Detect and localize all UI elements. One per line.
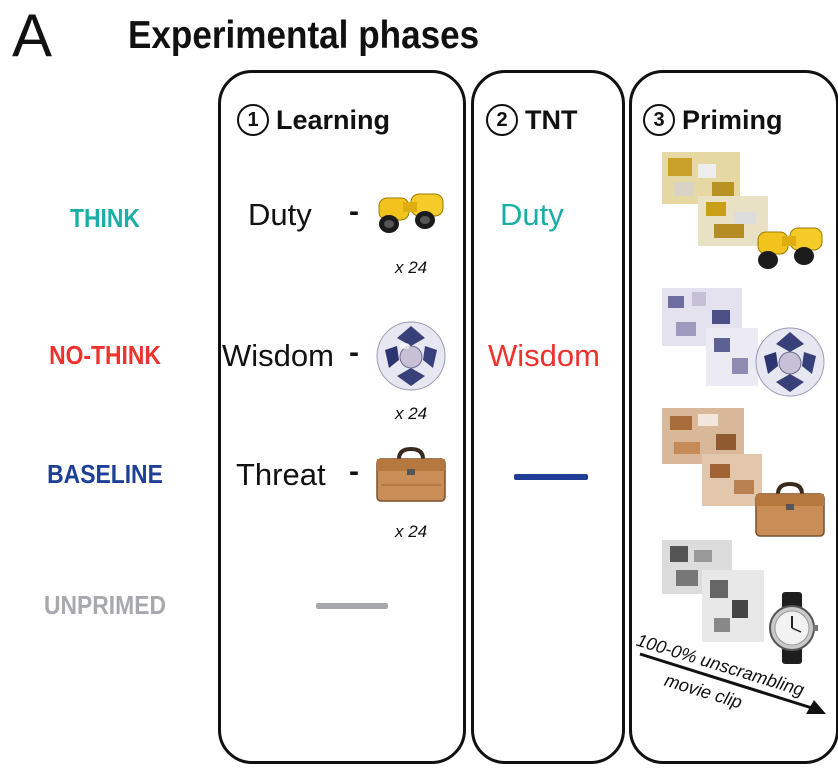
scrambled-binoculars-image	[662, 152, 832, 277]
baseline-tnt-bar	[514, 474, 588, 480]
binoculars-image	[373, 188, 449, 243]
phase-number-badge: 1	[237, 104, 269, 136]
wristwatch-image	[762, 592, 822, 669]
scrambled-watch-image	[662, 540, 812, 655]
binoculars-image	[752, 222, 828, 279]
phase-number-badge: 2	[486, 104, 518, 136]
tnt-phase-header: 2 TNT	[486, 104, 577, 136]
priming-phase-header: 3 Priming	[643, 104, 783, 136]
unprimed-learning-bar	[316, 603, 388, 609]
condition-baseline-label: BASELINE	[47, 459, 163, 489]
scrambled-ornament-image	[662, 288, 832, 403]
tnt-word-wisdom: Wisdom	[488, 338, 600, 373]
briefcase-image	[752, 480, 828, 545]
tnt-word-duty: Duty	[500, 197, 564, 232]
learning-word-wisdom: Wisdom	[222, 338, 334, 373]
pair-dash: -	[349, 455, 359, 488]
condition-nothink-label: NO-THINK	[49, 340, 161, 370]
pair-dash: -	[349, 195, 359, 228]
scrambled-briefcase-image	[662, 408, 832, 523]
pair-dash: -	[349, 336, 359, 369]
learning-phase-header: 1 Learning	[237, 104, 390, 136]
tnt-phase-box	[471, 70, 625, 764]
repetition-count: x 24	[395, 258, 428, 277]
learning-word-duty: Duty	[248, 197, 312, 232]
phase-label: TNT	[525, 104, 578, 135]
priming-phase-box	[629, 70, 838, 764]
unscrambling-arrow	[636, 648, 836, 733]
panel-letter: A	[12, 2, 53, 69]
ornament-ball-image	[754, 326, 826, 403]
repetition-count: x 24	[395, 522, 428, 541]
figure-title: Experimental phases	[128, 14, 480, 57]
phase-number-badge: 3	[643, 104, 675, 136]
phase-label: Priming	[682, 104, 783, 135]
ornament-ball-image	[375, 320, 447, 397]
condition-unprimed-label: UNPRIMED	[43, 590, 167, 620]
repetition-count: x 24	[395, 404, 428, 423]
phase-label: Learning	[276, 104, 391, 135]
learning-word-threat: Threat	[236, 457, 326, 492]
condition-think-label: THINK	[70, 203, 140, 233]
learning-phase-box	[218, 70, 466, 764]
briefcase-image	[373, 445, 449, 510]
